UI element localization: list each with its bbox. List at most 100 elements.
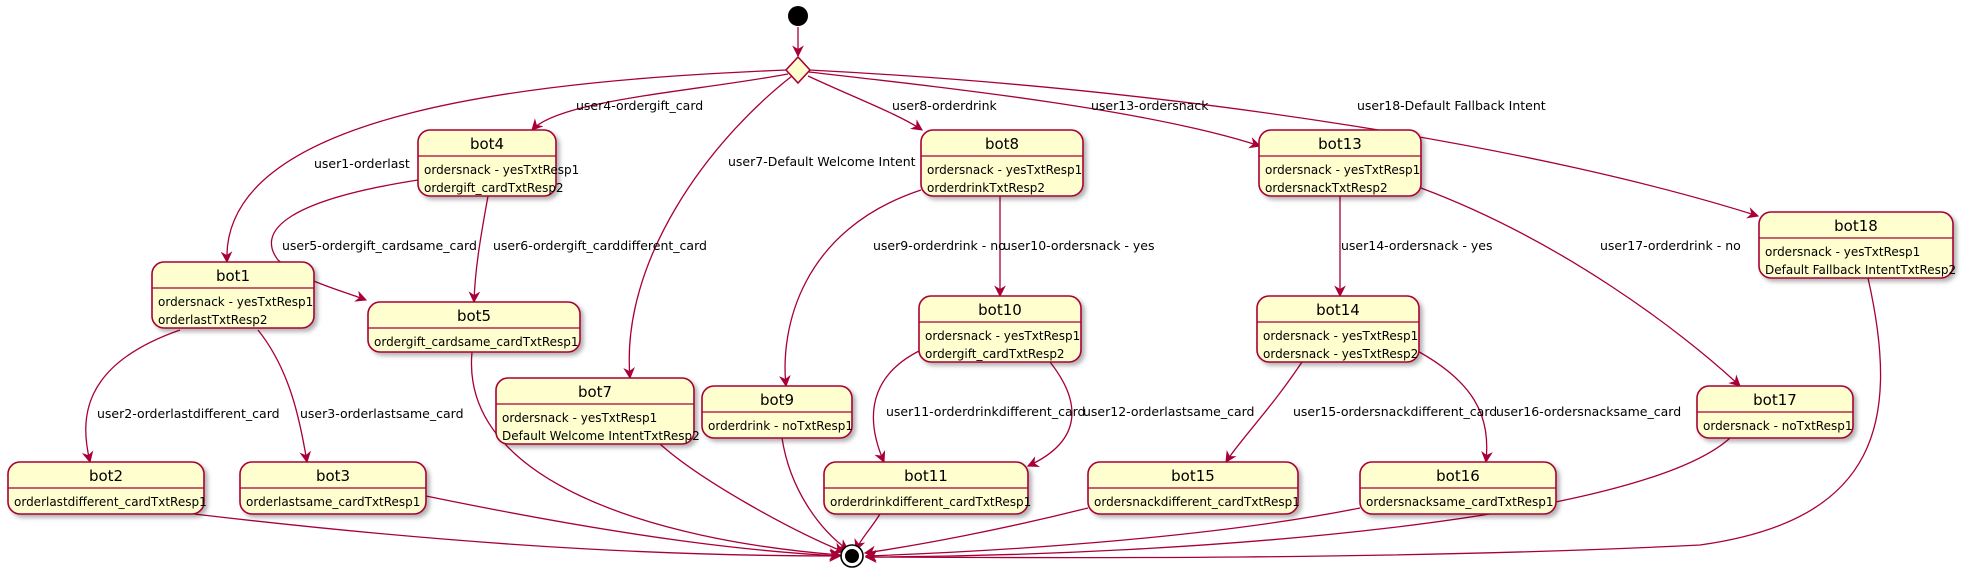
state-activity: ordersnackTxtResp2: [1265, 181, 1388, 195]
state-title: bot16: [1436, 467, 1480, 485]
state-box: [151, 261, 315, 329]
state-bot17[interactable]: bot17 ordersnack - noTxtResp1: [1696, 385, 1854, 439]
state-activity: orderlastTxtResp2: [158, 313, 267, 327]
transition-label: user10-ordersnack - yes: [1003, 238, 1155, 253]
transition-label: user16-ordersnacksame_card: [1496, 404, 1681, 419]
state-title: bot11: [904, 467, 948, 485]
state-activity: ordersnacksame_cardTxtResp1: [1366, 495, 1554, 509]
transition-label: user5-ordergift_cardsame_card: [282, 238, 477, 253]
transition-label: user4-ordergift_card: [576, 98, 703, 113]
state-activity: orderdrinkTxtResp2: [927, 181, 1045, 195]
state-title: bot4: [470, 135, 504, 153]
state-activity: orderdrink - noTxtResp1: [708, 419, 853, 433]
state-activity: ordersnack - yesTxtResp1: [502, 411, 657, 425]
final-transition-arrow: [659, 443, 846, 554]
transition-label: user2-orderlastdifferent_card: [97, 406, 280, 421]
transition-arrow: [1399, 341, 1493, 464]
state-title: bot9: [760, 391, 794, 409]
state-activity: ordergift_cardTxtResp2: [925, 347, 1065, 361]
initial-state-icon: [788, 6, 808, 26]
state-title: bot2: [89, 467, 123, 485]
state-activity: ordersnack - yesTxtResp1: [925, 329, 1080, 343]
state-bot2[interactable]: bot2 orderlastdifferent_cardTxtResp1: [7, 461, 207, 515]
state-activity: ordersnackdifferent_cardTxtResp1: [1094, 495, 1300, 509]
transition-label: user15-ordersnackdifferent_card: [1293, 404, 1497, 419]
state-title: bot5: [457, 307, 491, 325]
transition-arrow: [807, 75, 923, 131]
state-title: bot14: [1316, 301, 1360, 319]
transition-arrow: [1225, 361, 1303, 463]
transition-label: user13-ordersnack: [1091, 98, 1209, 113]
state-title: bot1: [216, 267, 250, 285]
transition-label: user18-Default Fallback Intent: [1357, 98, 1546, 113]
state-bot8[interactable]: bot8 ordersnack - yesTxtResp1 orderdrinkTx…: [920, 129, 1084, 197]
state-title: bot15: [1171, 467, 1215, 485]
final-transition-arrow: [864, 277, 1882, 563]
transition-arrow: [257, 329, 312, 464]
transition-label: user12-orderlastsame_card: [1083, 404, 1254, 419]
final-transition-arrow: [864, 507, 1361, 562]
state-title: bot8: [985, 135, 1019, 153]
transition-label: user14-ordersnack - yes: [1341, 238, 1493, 253]
state-bot9[interactable]: bot9 orderdrink - noTxtResp1: [701, 385, 853, 439]
transition-label: user11-orderdrinkdifferent_card: [886, 404, 1085, 419]
state-box: [495, 377, 695, 445]
transition-label: user3-orderlastsame_card: [300, 406, 464, 421]
transition-label: user6-ordergift_carddifferent_card: [493, 238, 707, 253]
state-activity: ordersnack - noTxtResp1: [1703, 419, 1852, 433]
state-activity: orderdrinkdifferent_cardTxtResp1: [830, 495, 1031, 509]
state-box: [417, 129, 557, 197]
state-activity: orderlastsame_cardTxtResp1: [246, 495, 420, 509]
transition-arrow: [872, 349, 922, 464]
state-activity: Default Welcome IntentTxtResp2: [502, 429, 700, 443]
state-activity: orderlastdifferent_cardTxtResp1: [14, 495, 207, 509]
state-box: [1758, 211, 1954, 279]
state-bot3[interactable]: bot3 orderlastsame_cardTxtResp1: [239, 461, 427, 515]
state-title: bot17: [1753, 391, 1797, 409]
transition-label: user17-orderdrink - no: [1600, 238, 1741, 253]
state-activity: ordersnack - yesTxtResp1: [1765, 245, 1920, 259]
state-bot16[interactable]: bot16 ordersnacksame_cardTxtResp1: [1359, 461, 1557, 515]
state-bot11[interactable]: bot11 orderdrinkdifferent_cardTxtResp1: [823, 461, 1031, 515]
transition-arrow: [623, 75, 793, 380]
state-activity: ordersnack - yesTxtResp2: [1263, 347, 1418, 361]
final-transition-arrow: [781, 437, 849, 551]
transition-arrow: [270, 179, 419, 302]
final-transition-arrow: [425, 495, 842, 562]
state-activity: ordersnack - yesTxtResp1: [927, 163, 1082, 177]
transition-label: user8-orderdrink: [892, 98, 998, 113]
transition-arrow: [779, 189, 922, 388]
state-box: [1258, 129, 1422, 197]
transition-arrow: [1420, 187, 1741, 387]
final-state-core-icon: [845, 549, 859, 563]
state-activity: ordergift_cardTxtResp2: [424, 181, 564, 195]
state-activity: ordersnack - yesTxtResp1: [1263, 329, 1418, 343]
transition-label: user1-orderlast: [314, 156, 410, 171]
state-bot14[interactable]: bot14 ordersnack - yesTxtResp1 ordersnack …: [1256, 295, 1420, 363]
state-activity: Default Fallback IntentTxtResp2: [1765, 263, 1956, 277]
final-transition-arrow: [854, 513, 881, 552]
state-title: bot3: [316, 467, 350, 485]
state-bot1[interactable]: bot1 ordersnack - yesTxtResp1 orderlastTxt…: [151, 261, 315, 329]
state-title: bot18: [1834, 217, 1878, 235]
state-box: [367, 301, 581, 353]
state-bot15[interactable]: bot15 ordersnackdifferent_cardTxtResp1: [1087, 461, 1300, 515]
final-transition-arrow: [863, 507, 1089, 558]
transition-arrow: [81, 329, 181, 464]
state-box: [918, 295, 1082, 363]
final-transition-arrow: [193, 513, 842, 562]
state-box: [1256, 295, 1420, 363]
state-box: [920, 129, 1084, 197]
transition-arrow: [1026, 361, 1073, 467]
state-activity: ordersnack - yesTxtResp1: [158, 295, 313, 309]
state-title: bot13: [1318, 135, 1362, 153]
transition-arrow: [531, 73, 789, 131]
transition-arrow: [220, 69, 788, 264]
